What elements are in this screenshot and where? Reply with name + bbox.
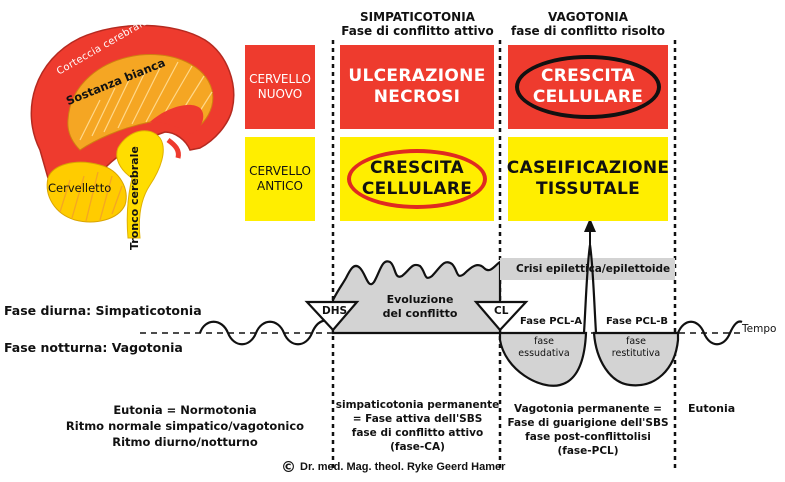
sympathicotonia-subtitle: Fase di conflitto attivo — [341, 24, 494, 38]
normal-rhythm-wave-left — [198, 319, 335, 346]
ulceration-line2: NECROSI — [373, 87, 461, 107]
old-brain-cell: CERVELLO ANTICO — [245, 137, 315, 221]
sympathicotonia-title: SIMPATICOTONIA — [360, 10, 475, 24]
cerebellum-label: Cervelletto — [48, 181, 112, 195]
new-brain-line1: CERVELLO — [249, 72, 311, 86]
exudative-line1: fase — [534, 336, 554, 347]
eutonia-line3: Ritmo diurno/notturno — [112, 435, 258, 449]
pcl-a-label: Fase PCL-A — [520, 316, 583, 327]
old-brain-line2: ANTICO — [257, 179, 303, 193]
growth-active-cell: CRESCITA CELLULARE — [340, 137, 494, 221]
exudative-line2: essudativa — [518, 348, 570, 359]
brainstem-label: Tronco cerebrale — [128, 146, 141, 250]
ca-phase-description: simpaticotonia permanente = Fase attiva … — [335, 398, 500, 454]
pcl-phase-description: Vagotonia permanente = Fase di guarigion… — [503, 402, 673, 458]
exudative-label: fase essudativa — [512, 336, 576, 360]
growth-active-line2: CELLULARE — [361, 179, 473, 199]
vagotonia-title: VAGOTONIA — [548, 10, 628, 24]
pcl-line4: (fase-PCL) — [557, 445, 619, 457]
eutonia-description: Eutonia = Normotonia Ritmo normale simpa… — [60, 402, 310, 450]
ulceration-line1: ULCERAZIONE — [348, 66, 486, 86]
restitutive-basin — [592, 331, 680, 387]
day-phase-label: Fase diurna: Simpaticotonia — [4, 303, 202, 318]
copyright-text: Dr. med. Mag. theol. Ryke Geerd Hamer — [300, 461, 506, 473]
pcl-b-label: Fase PCL-B — [606, 316, 669, 327]
inner-cortex-shape — [150, 104, 204, 134]
crisis-arrow-head — [584, 218, 596, 232]
growth-healing-line1: CRESCITA — [540, 66, 636, 86]
normal-rhythm-wave-right — [676, 320, 743, 346]
brainstem-shape — [116, 130, 164, 239]
sympathicotonia-header: SIMPATICOTONIA Fase di conflitto attivo — [335, 10, 500, 38]
conflict-evolution-area — [331, 259, 502, 335]
time-label: Tempo — [742, 323, 777, 335]
ca-line4: (fase-CA) — [390, 441, 445, 453]
new-brain-line2: NUOVO — [257, 87, 303, 101]
pcl-line2: Fase di guarigione dell'SBS — [507, 417, 669, 429]
restitutive-label: fase restitutiva — [600, 336, 672, 360]
exudative-basin — [498, 331, 588, 387]
evolution-line2: del conflitto — [382, 307, 458, 320]
dhs-marker — [304, 300, 360, 332]
pcl-line3: fase post-conflittolisi — [525, 431, 651, 443]
dhs-label: DHS — [322, 305, 348, 317]
eutonia-line1: Eutonia = Normotonia — [113, 403, 257, 417]
vagotonia-header: VAGOTONIA fase di conflitto risolto — [503, 10, 673, 38]
evolution-label: Evoluzione del conflitto — [370, 293, 470, 321]
growth-healing-highlight: CRESCITA CELLULARE — [515, 55, 661, 119]
growth-active-line1: CRESCITA — [369, 158, 465, 178]
ca-line2: = Fase attiva dell'SBS — [352, 413, 483, 425]
crisis-label: Crisi epilettica/epilettoide — [516, 263, 671, 275]
ca-line1: simpaticotonia permanente — [335, 399, 500, 411]
cl-marker — [473, 300, 529, 332]
brain-illustration — [30, 24, 235, 239]
restitutive-line2: restitutiva — [611, 348, 661, 359]
pcl-line1: Vagotonia permanente = — [514, 403, 662, 415]
copyright-icon: © — [281, 458, 296, 476]
vagotonia-subtitle: fase di conflitto risolto — [511, 24, 665, 38]
eutonia-right-label: Eutonia — [688, 402, 736, 415]
new-brain-cell: CERVELLO NUOVO — [245, 45, 315, 129]
old-brain-line1: CERVELLO — [249, 164, 311, 178]
growth-active-highlight: CRESCITA CELLULARE — [347, 149, 487, 209]
caseification-line1: CASEIFICAZIONE — [506, 158, 670, 178]
eutonia-line2: Ritmo normale simpatico/vagotonico — [65, 419, 305, 433]
night-phase-label: Fase notturna: Vagotonia — [4, 340, 183, 355]
caseification-line2: TISSUTALE — [535, 179, 641, 199]
cl-label: CL — [494, 305, 509, 317]
ulceration-cell: ULCERAZIONE NECROSI — [340, 45, 494, 129]
caseification-cell: CASEIFICAZIONE TISSUTALE — [506, 137, 670, 221]
restitutive-line1: fase — [626, 336, 646, 347]
ca-line3: fase di conflitto attivo — [351, 427, 484, 439]
growth-healing-line2: CELLULARE — [532, 87, 644, 107]
growth-healing-cell: CRESCITA CELLULARE — [508, 45, 668, 129]
evolution-line1: Evoluzione — [386, 293, 454, 306]
